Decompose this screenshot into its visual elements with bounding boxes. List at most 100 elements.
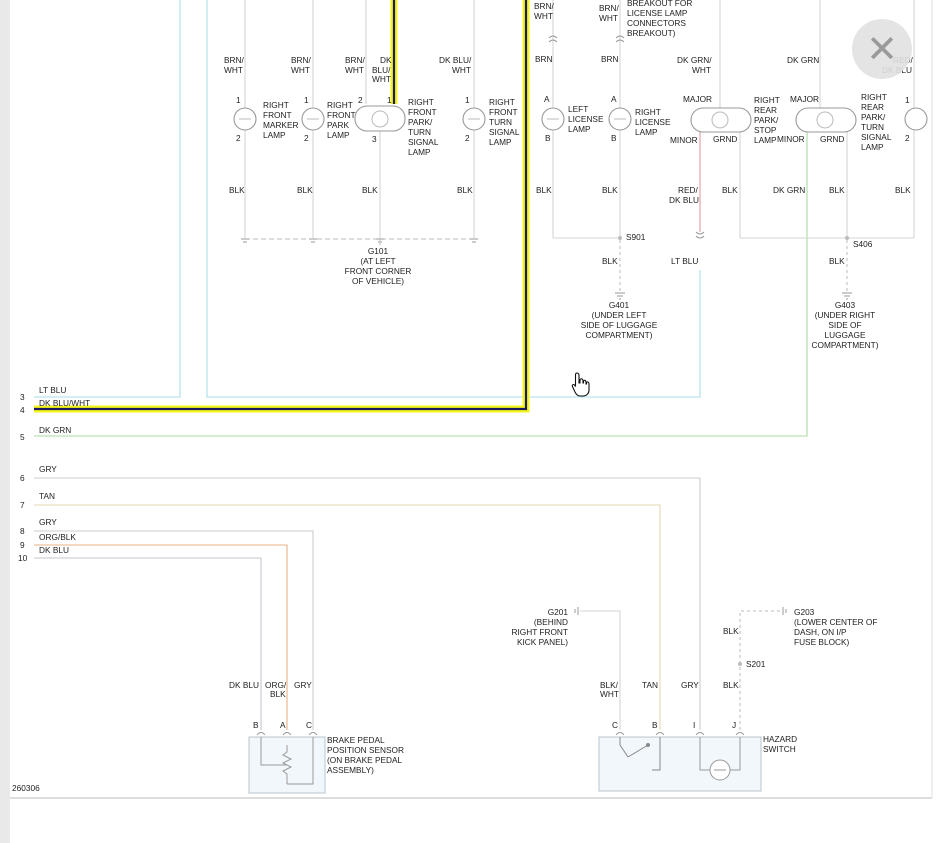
svg-text:LAMP: LAMP xyxy=(568,124,591,134)
bulb-icon xyxy=(233,107,257,131)
svg-text:A: A xyxy=(611,94,617,104)
bus-num: 8 xyxy=(20,526,25,536)
svg-text:1: 1 xyxy=(465,95,470,105)
svg-text:DK BLU: DK BLU xyxy=(669,195,699,205)
svg-text:LICENSE LAMP: LICENSE LAMP xyxy=(627,8,688,18)
svg-text:A: A xyxy=(280,720,286,730)
svg-text:(BEHIND: (BEHIND xyxy=(534,617,568,627)
right-rear-park-stop-lamp: MAJOR MINOR GRND RIGHT REAR PARK/ STOP L… xyxy=(669,94,780,205)
svg-text:STOP: STOP xyxy=(754,125,777,135)
dual-bulb-icon xyxy=(795,107,857,133)
splice-s201-icon xyxy=(738,662,742,666)
svg-text:B: B xyxy=(545,133,551,143)
front-lamp-3: BRN/ WHT DK BLU/ WHT 2 1 3 RIGHT FRONT P… xyxy=(345,55,439,195)
svg-text:ASSEMBLY): ASSEMBLY) xyxy=(327,765,374,775)
svg-text:RIGHT: RIGHT xyxy=(327,100,353,110)
hazard-lamp-icon xyxy=(699,737,741,781)
svg-text:2: 2 xyxy=(465,133,470,143)
svg-text:RIGHT FRONT: RIGHT FRONT xyxy=(511,627,568,637)
splice-s201-label: S201 xyxy=(746,659,766,669)
svg-text:BLK/: BLK/ xyxy=(600,680,619,690)
svg-text:G401: G401 xyxy=(609,300,630,310)
svg-text:PARK/: PARK/ xyxy=(408,117,433,127)
svg-text:MAJOR: MAJOR xyxy=(683,94,712,104)
svg-text:BLK: BLK xyxy=(602,185,618,195)
svg-text:RIGHT: RIGHT xyxy=(263,100,289,110)
bus-num: 3 xyxy=(20,392,25,402)
svg-text:J: J xyxy=(732,720,736,730)
g101-label: G101 (AT LEFT FRONT CORNER OF VEHICLE) xyxy=(345,246,412,286)
blk-ground-wire xyxy=(739,610,780,730)
svg-text:OF VEHICLE): OF VEHICLE) xyxy=(352,276,404,286)
svg-text:1: 1 xyxy=(387,95,392,105)
switch-contact-icon xyxy=(619,737,661,771)
close-button[interactable]: ✕ xyxy=(852,19,912,79)
svg-text:FUSE BLOCK): FUSE BLOCK) xyxy=(794,637,850,647)
svg-text:2: 2 xyxy=(358,95,363,105)
svg-text:RIGHT: RIGHT xyxy=(635,107,661,117)
svg-text:GRND: GRND xyxy=(713,134,737,144)
svg-text:LAMP: LAMP xyxy=(408,147,431,157)
svg-text:B: B xyxy=(611,133,617,143)
svg-text:TURN: TURN xyxy=(861,122,884,132)
svg-text:MINOR: MINOR xyxy=(777,134,805,144)
svg-text:I: I xyxy=(693,720,695,730)
bus-labels: 3 LT BLU 4 DK BLU/WHT 5 DK GRN 6 GRY 7 T… xyxy=(18,385,90,563)
svg-text:MARKER: MARKER xyxy=(263,120,299,130)
dual-bulb-icon xyxy=(690,107,752,133)
svg-text:WHT: WHT xyxy=(291,65,310,75)
org-blk-wire xyxy=(34,544,288,730)
svg-text:BLK: BLK xyxy=(270,689,286,699)
svg-text:REAR: REAR xyxy=(861,102,884,112)
svg-text:G403: G403 xyxy=(835,300,856,310)
svg-text:2: 2 xyxy=(236,133,241,143)
svg-text:B: B xyxy=(253,720,259,730)
g201-label: G201 (BEHIND RIGHT FRONT KICK PANEL) xyxy=(511,607,568,647)
svg-text:KICK PANEL): KICK PANEL) xyxy=(517,637,568,647)
svg-text:(LOWER CENTER OF: (LOWER CENTER OF xyxy=(794,617,877,627)
svg-text:BLK: BLK xyxy=(829,185,845,195)
svg-text:WHT: WHT xyxy=(534,11,553,21)
svg-text:FRONT: FRONT xyxy=(408,107,437,117)
svg-text:WHT: WHT xyxy=(599,13,618,23)
svg-text:DK GRN/: DK GRN/ xyxy=(677,55,712,65)
svg-text:HAZARD: HAZARD xyxy=(763,734,797,744)
svg-text:LAMP: LAMP xyxy=(327,130,350,140)
svg-text:BLK: BLK xyxy=(297,185,313,195)
right-rear-park-turn-lamp: MAJOR MINOR GRND RIGHT REAR PARK/ TURN S… xyxy=(773,92,892,195)
svg-text:BRN/: BRN/ xyxy=(224,55,245,65)
splice-s901-icon xyxy=(618,236,622,240)
bus-num: 4 xyxy=(20,405,25,415)
g201-ground-icon xyxy=(574,607,579,615)
svg-text:LAMP: LAMP xyxy=(861,142,884,152)
g403-label: BLK G403 (UNDER RIGHT SIDE OF LUGGAGE CO… xyxy=(812,256,879,350)
bus-label: GRY xyxy=(39,517,57,527)
svg-text:COMPARTMENT): COMPARTMENT) xyxy=(586,330,653,340)
svg-text:TURN: TURN xyxy=(489,117,512,127)
svg-text:SIGNAL: SIGNAL xyxy=(408,137,439,147)
highlighted-dk-blu-wht-wire xyxy=(34,0,530,413)
gry-wire-8 xyxy=(34,530,314,730)
svg-text:SIGNAL: SIGNAL xyxy=(489,127,520,137)
svg-text:SWITCH: SWITCH xyxy=(763,744,796,754)
bus-num: 7 xyxy=(20,500,25,510)
bus-num: 6 xyxy=(20,473,25,483)
svg-text:DK BLU: DK BLU xyxy=(229,680,259,690)
svg-text:BLK: BLK xyxy=(723,626,739,636)
svg-text:PARK: PARK xyxy=(327,120,349,130)
svg-text:BRN/: BRN/ xyxy=(291,55,312,65)
g401-label: BLK G401 (UNDER LEFT SIDE OF LUGGAGE COM… xyxy=(581,256,658,340)
svg-text:3: 3 xyxy=(372,134,377,144)
connector-pin-icon xyxy=(615,732,745,736)
svg-text:FRONT: FRONT xyxy=(327,110,356,120)
svg-text:BRN/: BRN/ xyxy=(534,1,555,11)
bus-num: 5 xyxy=(20,432,25,442)
g203-label: G203 (LOWER CENTER OF DASH, ON I/P FUSE … xyxy=(794,607,877,647)
dual-bulb-icon xyxy=(354,105,406,132)
svg-text:DK GRN: DK GRN xyxy=(787,55,819,65)
svg-text:BLK: BLK xyxy=(829,256,845,266)
left-license-lamp: A B LEFT LICENSE LAMP BLK xyxy=(536,94,604,195)
bus-label: DK BLU xyxy=(39,545,69,555)
bulb-icon xyxy=(301,107,325,131)
svg-text:RIGHT: RIGHT xyxy=(489,97,515,107)
